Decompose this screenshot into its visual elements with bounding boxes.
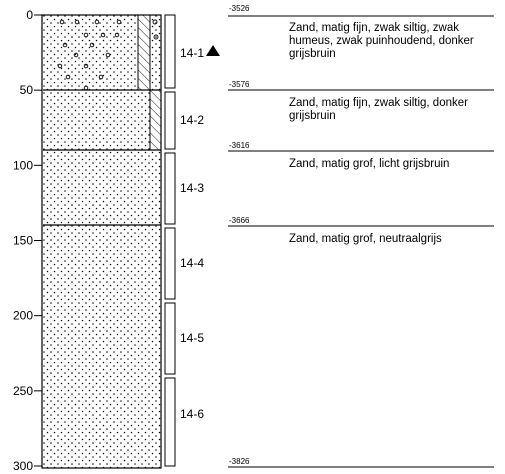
layer-4-description: Zand, matig grof, neutraalgrijs — [289, 233, 442, 245]
depth-tick-label-300: 300 — [13, 459, 33, 473]
depth-tick-label-50: 50 — [20, 83, 34, 97]
sample-label-14-1: 14-1 — [180, 46, 204, 60]
sample-label-14-4: 14-4 — [180, 256, 204, 270]
layer-4-fill — [43, 225, 161, 468]
sample-bar-14-4 — [164, 227, 176, 300]
sample-label-14-6: 14-6 — [180, 407, 204, 421]
sample-label-14-3: 14-3 — [180, 181, 204, 195]
sample-bar-14-5 — [164, 302, 176, 375]
layer-2-fill — [43, 90, 161, 150]
layer-boundaries: -3526 -3576 -3616 -3666 -3826 — [228, 4, 494, 468]
sample-bar-14-3 — [164, 152, 176, 225]
sample-label-14-2: 14-2 — [180, 113, 204, 127]
nap-label-layer-3: -3616 — [229, 141, 250, 150]
sample-bar-14-2 — [164, 91, 176, 150]
layer-1-description: Zand, matig fijn, zwak siltig, zwak hume… — [289, 22, 474, 60]
layer-2-description: Zand, matig fijn, zwak siltig, donker gr… — [289, 97, 468, 122]
depth-tick-label-250: 250 — [13, 384, 33, 398]
sample-label-14-5: 14-5 — [180, 331, 204, 345]
sample-bar-14-1 — [164, 14, 176, 89]
depth-tick-label-200: 200 — [13, 309, 33, 323]
lithology-column — [41, 14, 162, 469]
sample-bar-14-6 — [164, 377, 176, 467]
nap-label-layer-2: -3576 — [229, 80, 250, 89]
layer-3-description: Zand, matig grof, licht grijsbruin — [289, 158, 450, 170]
nap-label-layer-1: -3526 — [229, 4, 250, 13]
depth-axis: 0 50 100 150 200 250 300 — [13, 8, 43, 473]
depth-tick-label-100: 100 — [13, 158, 33, 172]
sample-intervals: 14-1 14-2 14-3 14-4 14-5 14-6 — [164, 14, 220, 467]
nap-label-layer-4: -3666 — [229, 216, 250, 225]
depth-tick-label-150: 150 — [13, 234, 33, 248]
layer-3-fill — [43, 150, 161, 225]
depth-tick-label-0: 0 — [26, 8, 33, 22]
nap-label-bottom: -3826 — [229, 457, 250, 466]
layer-1-fill — [43, 15, 161, 91]
triangle-marker-icon — [206, 45, 220, 56]
